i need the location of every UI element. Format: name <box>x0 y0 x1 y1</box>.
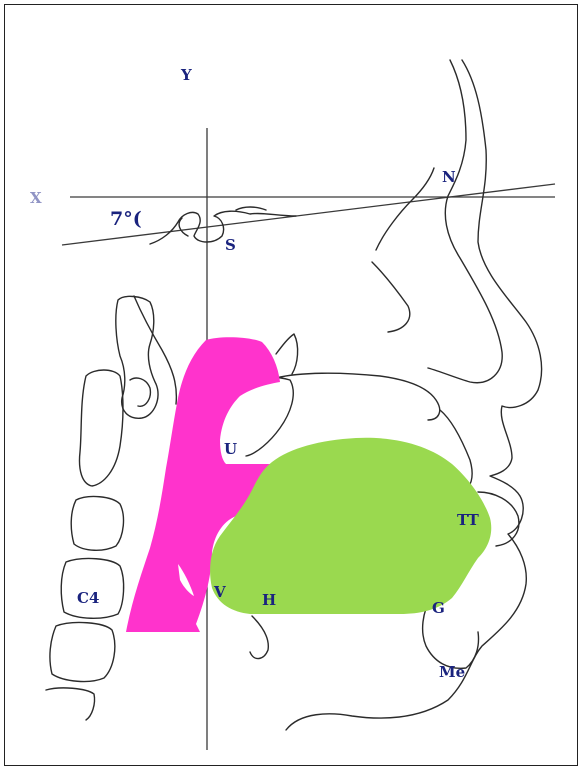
vertebra-c3b-outline <box>130 378 150 406</box>
palate-outline <box>276 373 440 420</box>
label-u: U <box>224 440 237 458</box>
label-c4: C4 <box>77 589 99 607</box>
vertebra-c3-outline <box>80 370 124 486</box>
label-x: X <box>30 189 42 207</box>
soft-tissue-profile <box>286 60 542 730</box>
hyoid-outline <box>250 616 268 659</box>
sella-turcica-outline <box>150 211 296 244</box>
nasal-bone-outline <box>428 60 502 383</box>
vertebra-c6-outline <box>46 688 95 720</box>
label-h: H <box>262 591 276 609</box>
label-tt: TT <box>457 511 480 529</box>
label-v: V <box>213 583 226 601</box>
orbit-outline <box>376 168 434 250</box>
vertebra-c2-outline <box>116 296 158 418</box>
maxilla-outline <box>372 262 410 332</box>
ramus-outline <box>276 334 298 374</box>
label-s: S <box>225 236 236 254</box>
label-me: Me <box>439 663 465 681</box>
vertebra-c4-upper-outline <box>71 497 123 551</box>
label-g: G <box>432 599 445 617</box>
label-angle: 7°( <box>110 208 142 230</box>
label-n: N <box>442 168 456 186</box>
vertebra-c5-outline <box>50 623 115 682</box>
pharyngeal-wall-outline <box>134 296 176 404</box>
label-y: Y <box>180 66 192 84</box>
